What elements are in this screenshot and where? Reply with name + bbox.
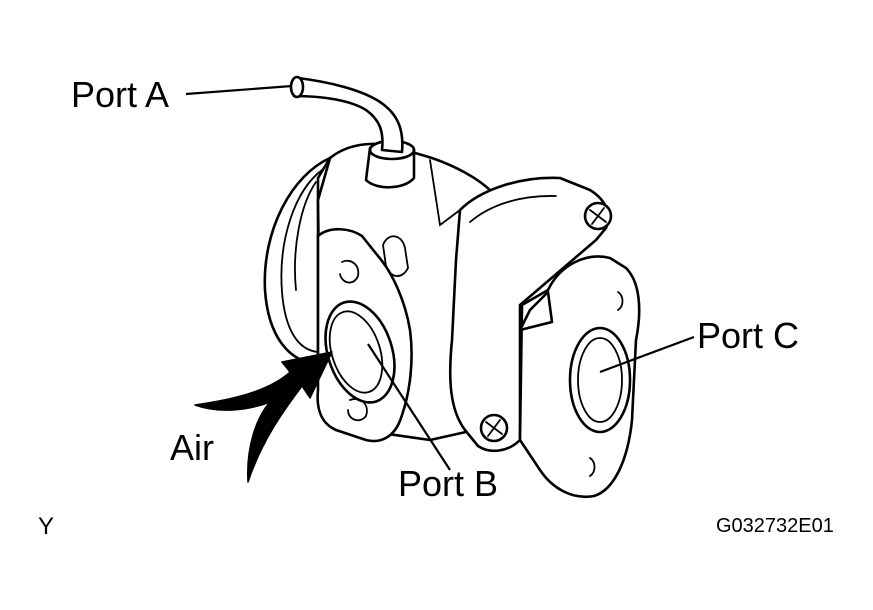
cover-plate	[448, 176, 613, 453]
corner-mark: Y	[38, 513, 55, 540]
flange-c	[518, 255, 641, 499]
air-label: Air	[170, 427, 214, 468]
figure-code: G032732E01	[716, 515, 834, 537]
port-b-label: Port B	[398, 463, 499, 504]
port-a-nipple	[289, 75, 416, 189]
air-flow-arrow	[194, 351, 333, 483]
port-a-leader	[185, 84, 293, 96]
port-a-label: Port A	[71, 74, 170, 115]
port-c-leader	[599, 335, 695, 374]
port-c-label: Port C	[697, 315, 800, 356]
port-b-leader	[367, 343, 451, 471]
flange-b	[316, 227, 413, 443]
